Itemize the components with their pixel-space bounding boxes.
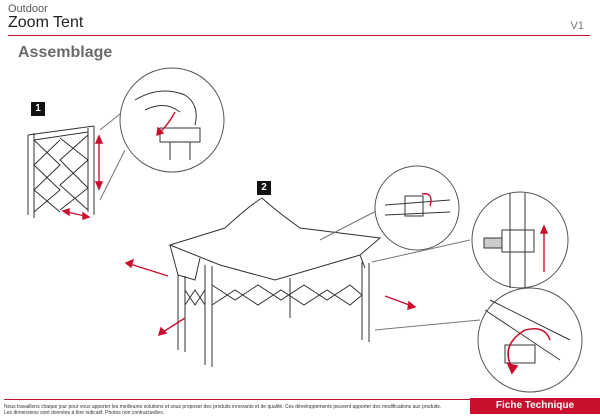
footer-disclaimer: Nous travaillons chaque jour pour vous a… [4,404,442,416]
step-1-badge: 1 [31,102,45,116]
header-rule [8,35,590,36]
detail-circle-hands [99,67,225,201]
arrows-step2 [124,258,417,337]
footer-rule [4,399,600,400]
detail-circle-connector [319,165,460,251]
page-title: Zoom Tent [8,14,84,31]
fiche-technique-tag: Fiche Technique [470,398,600,414]
assembly-illustration [27,67,583,393]
tent-canopy [168,197,382,281]
arrows-step1 [61,134,104,220]
step-2-badge: 2 [257,181,271,195]
folded-frame-step1 [27,125,95,218]
header-brand: Outdoor [8,3,48,15]
detail-circle-corner [374,287,583,393]
tent-frame [177,262,370,367]
version-label: V1 [570,20,584,32]
section-title: Assemblage [18,44,113,61]
